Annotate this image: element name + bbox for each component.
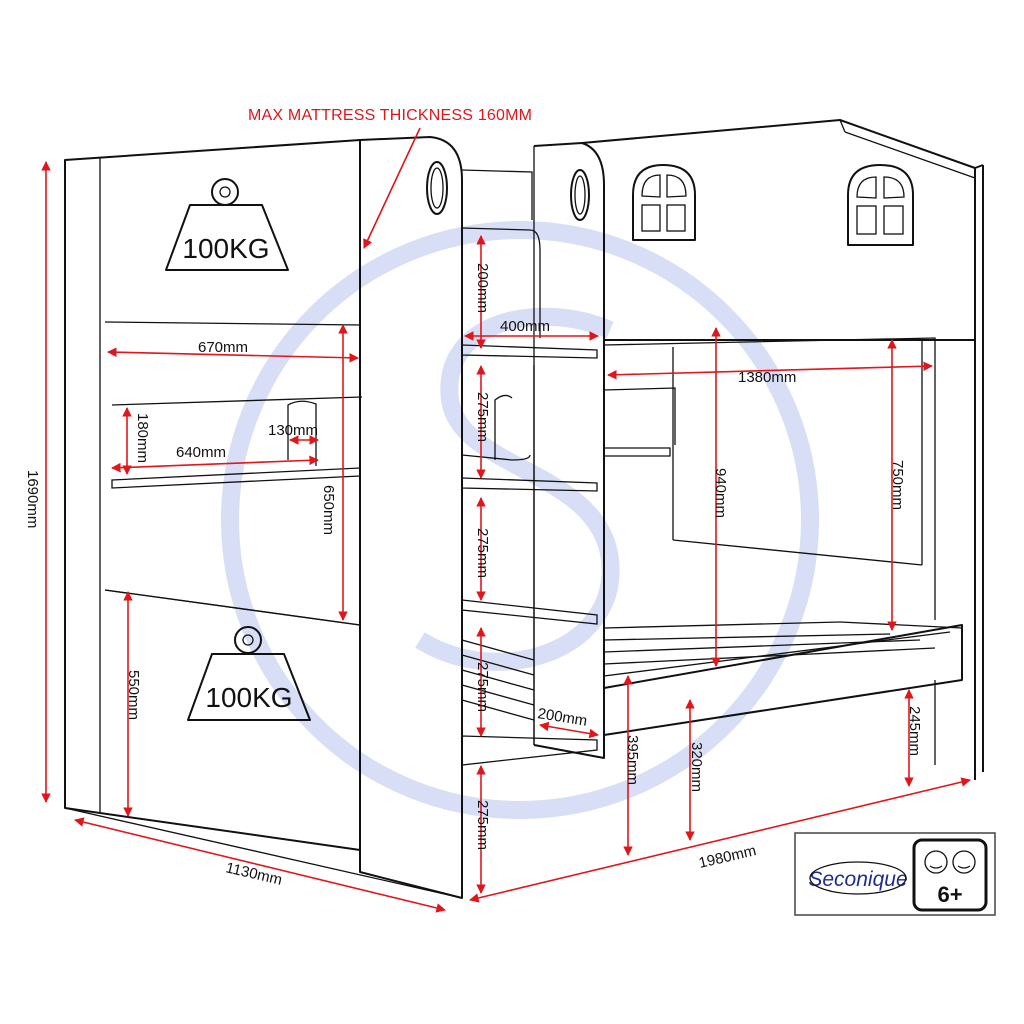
dim-step-gap-2: 275mm xyxy=(474,528,491,578)
dim-step-gap-3: 275mm xyxy=(474,662,491,712)
dim-end-panel: 750mm xyxy=(889,460,906,510)
window-left-icon xyxy=(632,164,696,241)
weight-bottom-label: 100KG xyxy=(205,682,292,713)
weight-top-label: 100KG xyxy=(182,233,269,264)
dim-leg-height: 245mm xyxy=(906,706,923,756)
window-right-icon xyxy=(847,164,914,246)
dim-height-total: 1690mm xyxy=(24,470,41,528)
weight-top-icon: 100KG xyxy=(165,178,289,271)
dim-lower-panel: 550mm xyxy=(125,670,142,720)
brand-box: Seconique 6+ xyxy=(794,832,996,916)
dim-step-top: 200mm xyxy=(474,263,491,313)
post-hole-left-icon xyxy=(426,161,448,215)
watermark xyxy=(221,221,819,819)
dim-step-gap-4: 275mm xyxy=(474,800,491,850)
age-rating: 6+ xyxy=(937,882,962,907)
dim-clearance: 940mm xyxy=(712,468,729,518)
dim-shelf-height: 180mm xyxy=(134,413,151,463)
dim-length: 1980mm xyxy=(697,842,758,872)
dim-inner-length: 1380mm xyxy=(738,369,796,386)
dim-step-depth: 400mm xyxy=(500,318,550,335)
children-icon xyxy=(924,850,976,874)
weight-bottom-icon: 100KG xyxy=(187,626,311,721)
age-badge: 6+ xyxy=(912,838,988,912)
dim-step-gap-1: 275mm xyxy=(474,392,491,442)
dim-shelf-width: 640mm xyxy=(176,444,226,461)
brand-logo: Seconique xyxy=(808,868,907,891)
dim-guard-height: 650mm xyxy=(320,485,337,535)
bottom-bed-frame xyxy=(603,337,963,765)
mattress-notice: MAX MATTRESS THICKNESS 160MM xyxy=(248,107,532,124)
dimension-lines: 1690mm 1130mm 1980mm 670mm 640mm 180mm 1… xyxy=(24,127,971,913)
dim-shelf-divider: 130mm xyxy=(268,422,318,439)
post-hole-right-icon xyxy=(570,169,590,221)
dim-slat-height: 320mm xyxy=(688,742,705,792)
dim-top-width: 670mm xyxy=(198,339,248,356)
dim-lower-side: 395mm xyxy=(624,735,641,785)
